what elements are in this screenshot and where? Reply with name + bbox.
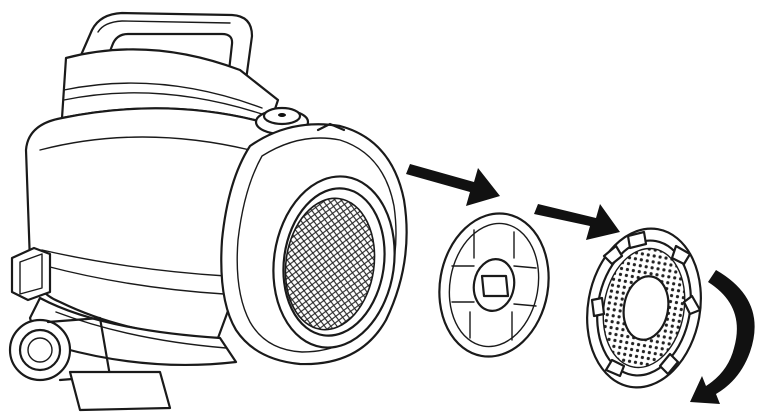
vacuum-body [8, 11, 408, 412]
mesh-grille [284, 197, 376, 331]
top-button [254, 106, 310, 136]
filter-cover [438, 212, 550, 358]
arrow-step-1 [406, 164, 500, 206]
mesh-filter [586, 227, 702, 389]
arrow-right-icon [406, 164, 500, 206]
front-wheel [68, 370, 172, 412]
rotate-clockwise-icon [690, 270, 755, 404]
arrow-right-icon [534, 204, 620, 240]
filter-opening [272, 175, 396, 349]
rotate-arrow [690, 270, 755, 404]
side-latch [10, 246, 52, 302]
arrow-step-2 [534, 204, 620, 240]
